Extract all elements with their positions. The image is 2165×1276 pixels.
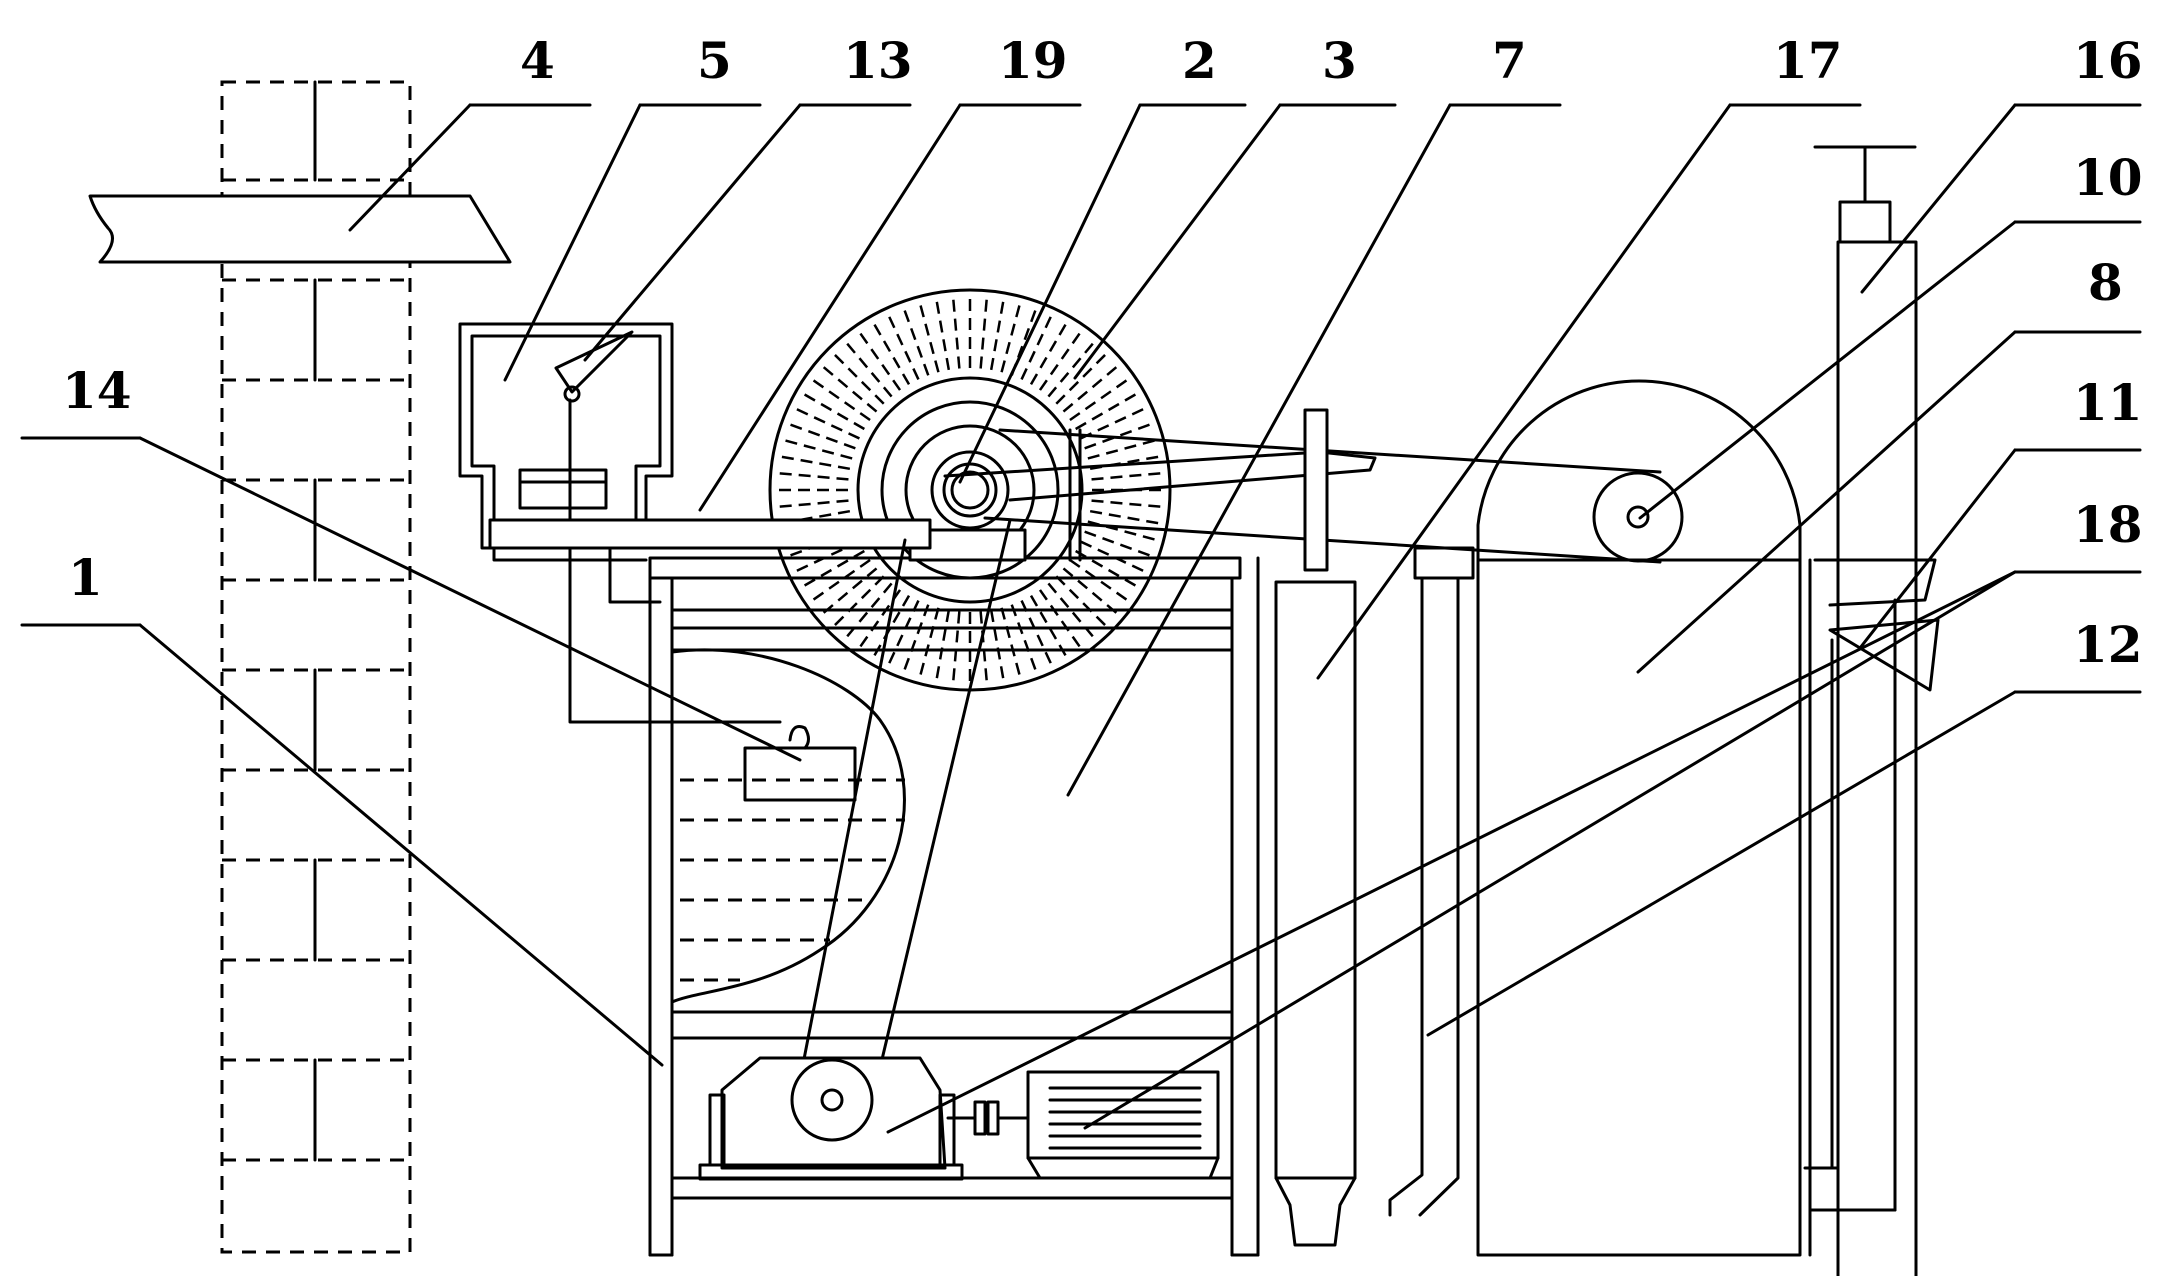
bristle bbox=[935, 298, 951, 371]
bristle bbox=[831, 351, 885, 405]
brick-wall bbox=[220, 80, 412, 1254]
bristle bbox=[820, 567, 878, 616]
bristle bbox=[1000, 607, 1022, 678]
callout-3: 3 bbox=[1322, 31, 1357, 90]
bristle bbox=[810, 377, 871, 422]
bristle bbox=[902, 307, 930, 376]
bristle bbox=[1038, 589, 1083, 650]
bristle bbox=[979, 611, 989, 684]
callout-11: 11 bbox=[2073, 373, 2143, 432]
bristle bbox=[1047, 340, 1096, 398]
callout-13: 13 bbox=[843, 31, 913, 90]
bristle bbox=[1080, 540, 1147, 574]
bristle bbox=[1091, 471, 1164, 481]
collector-tube bbox=[1274, 408, 1357, 1247]
bristle bbox=[1055, 575, 1109, 629]
reducer bbox=[698, 1056, 1030, 1181]
bristle bbox=[793, 406, 860, 440]
bristle bbox=[844, 340, 893, 398]
bristle bbox=[1000, 302, 1022, 373]
bristle bbox=[951, 296, 961, 369]
cylinder-16 bbox=[1813, 145, 1918, 1276]
bristle bbox=[871, 321, 911, 385]
callout-1: 1 bbox=[68, 548, 103, 607]
bristle bbox=[776, 499, 849, 509]
bristle bbox=[1010, 604, 1038, 673]
bristle bbox=[902, 604, 930, 673]
brush-wheel bbox=[768, 288, 1172, 692]
bristle bbox=[1020, 313, 1054, 380]
bristle bbox=[989, 609, 1005, 682]
bristle bbox=[918, 607, 940, 678]
callout-8: 8 bbox=[2088, 253, 2123, 312]
bristle bbox=[918, 302, 940, 373]
callout-16: 16 bbox=[2073, 31, 2143, 90]
bristle bbox=[1029, 595, 1069, 659]
inlet-pipe bbox=[88, 194, 512, 264]
side-housing bbox=[1803, 558, 1940, 1257]
bristle bbox=[1047, 582, 1096, 640]
bristle bbox=[1087, 520, 1158, 542]
bristle bbox=[1062, 567, 1120, 616]
callout-labels: 4 5 13 19 2 3 7 17 16 10 8 11 18 12 14 1 bbox=[62, 31, 2143, 674]
callout-4: 4 bbox=[520, 31, 555, 90]
bristle bbox=[951, 611, 961, 684]
callout-2: 2 bbox=[1182, 31, 1217, 90]
callout-5: 5 bbox=[697, 31, 732, 90]
bristle bbox=[778, 455, 851, 471]
bristle bbox=[782, 438, 853, 460]
callout-7: 7 bbox=[1492, 31, 1527, 90]
bristle bbox=[1075, 391, 1139, 431]
bristle bbox=[871, 595, 911, 659]
bristle bbox=[935, 609, 951, 682]
leader-lines bbox=[20, 103, 2142, 1134]
bristle bbox=[831, 575, 885, 629]
bristle bbox=[801, 549, 865, 589]
bristle bbox=[1080, 406, 1147, 440]
bristle bbox=[857, 330, 902, 391]
bristle bbox=[1084, 530, 1153, 558]
bristle bbox=[1089, 509, 1162, 525]
bristle bbox=[989, 298, 1005, 371]
bristle bbox=[787, 422, 856, 450]
bristle bbox=[979, 296, 989, 369]
bristle bbox=[1075, 549, 1139, 589]
drum-housing bbox=[1476, 379, 1802, 1257]
bristle bbox=[810, 558, 871, 603]
callout-17: 17 bbox=[1773, 31, 1843, 90]
callout-10: 10 bbox=[2073, 148, 2143, 207]
bristle bbox=[1062, 364, 1120, 413]
motor bbox=[1026, 1070, 1220, 1180]
callout-12: 12 bbox=[2073, 615, 2143, 674]
bristle bbox=[1091, 499, 1164, 509]
bristle bbox=[1069, 558, 1130, 603]
bristle bbox=[886, 600, 920, 667]
drive-belt bbox=[796, 518, 1012, 1112]
bristle bbox=[1087, 438, 1158, 460]
bristle bbox=[886, 313, 920, 380]
bristle bbox=[1029, 321, 1069, 385]
bristle bbox=[1084, 422, 1153, 450]
bristle bbox=[820, 364, 878, 413]
callout-18: 18 bbox=[2073, 495, 2143, 554]
callout-19: 19 bbox=[998, 31, 1068, 90]
bristle bbox=[1055, 351, 1109, 405]
float bbox=[743, 725, 857, 802]
callout-14: 14 bbox=[62, 361, 132, 420]
guide-pipe bbox=[1388, 546, 1475, 1217]
bristle bbox=[1020, 600, 1054, 667]
shaft-arm bbox=[488, 450, 1377, 550]
bristle bbox=[1069, 377, 1130, 422]
bristle bbox=[776, 471, 849, 481]
bristle bbox=[801, 391, 865, 431]
bristle bbox=[1038, 330, 1083, 391]
bristle bbox=[844, 582, 893, 640]
water-tank bbox=[670, 648, 906, 1004]
